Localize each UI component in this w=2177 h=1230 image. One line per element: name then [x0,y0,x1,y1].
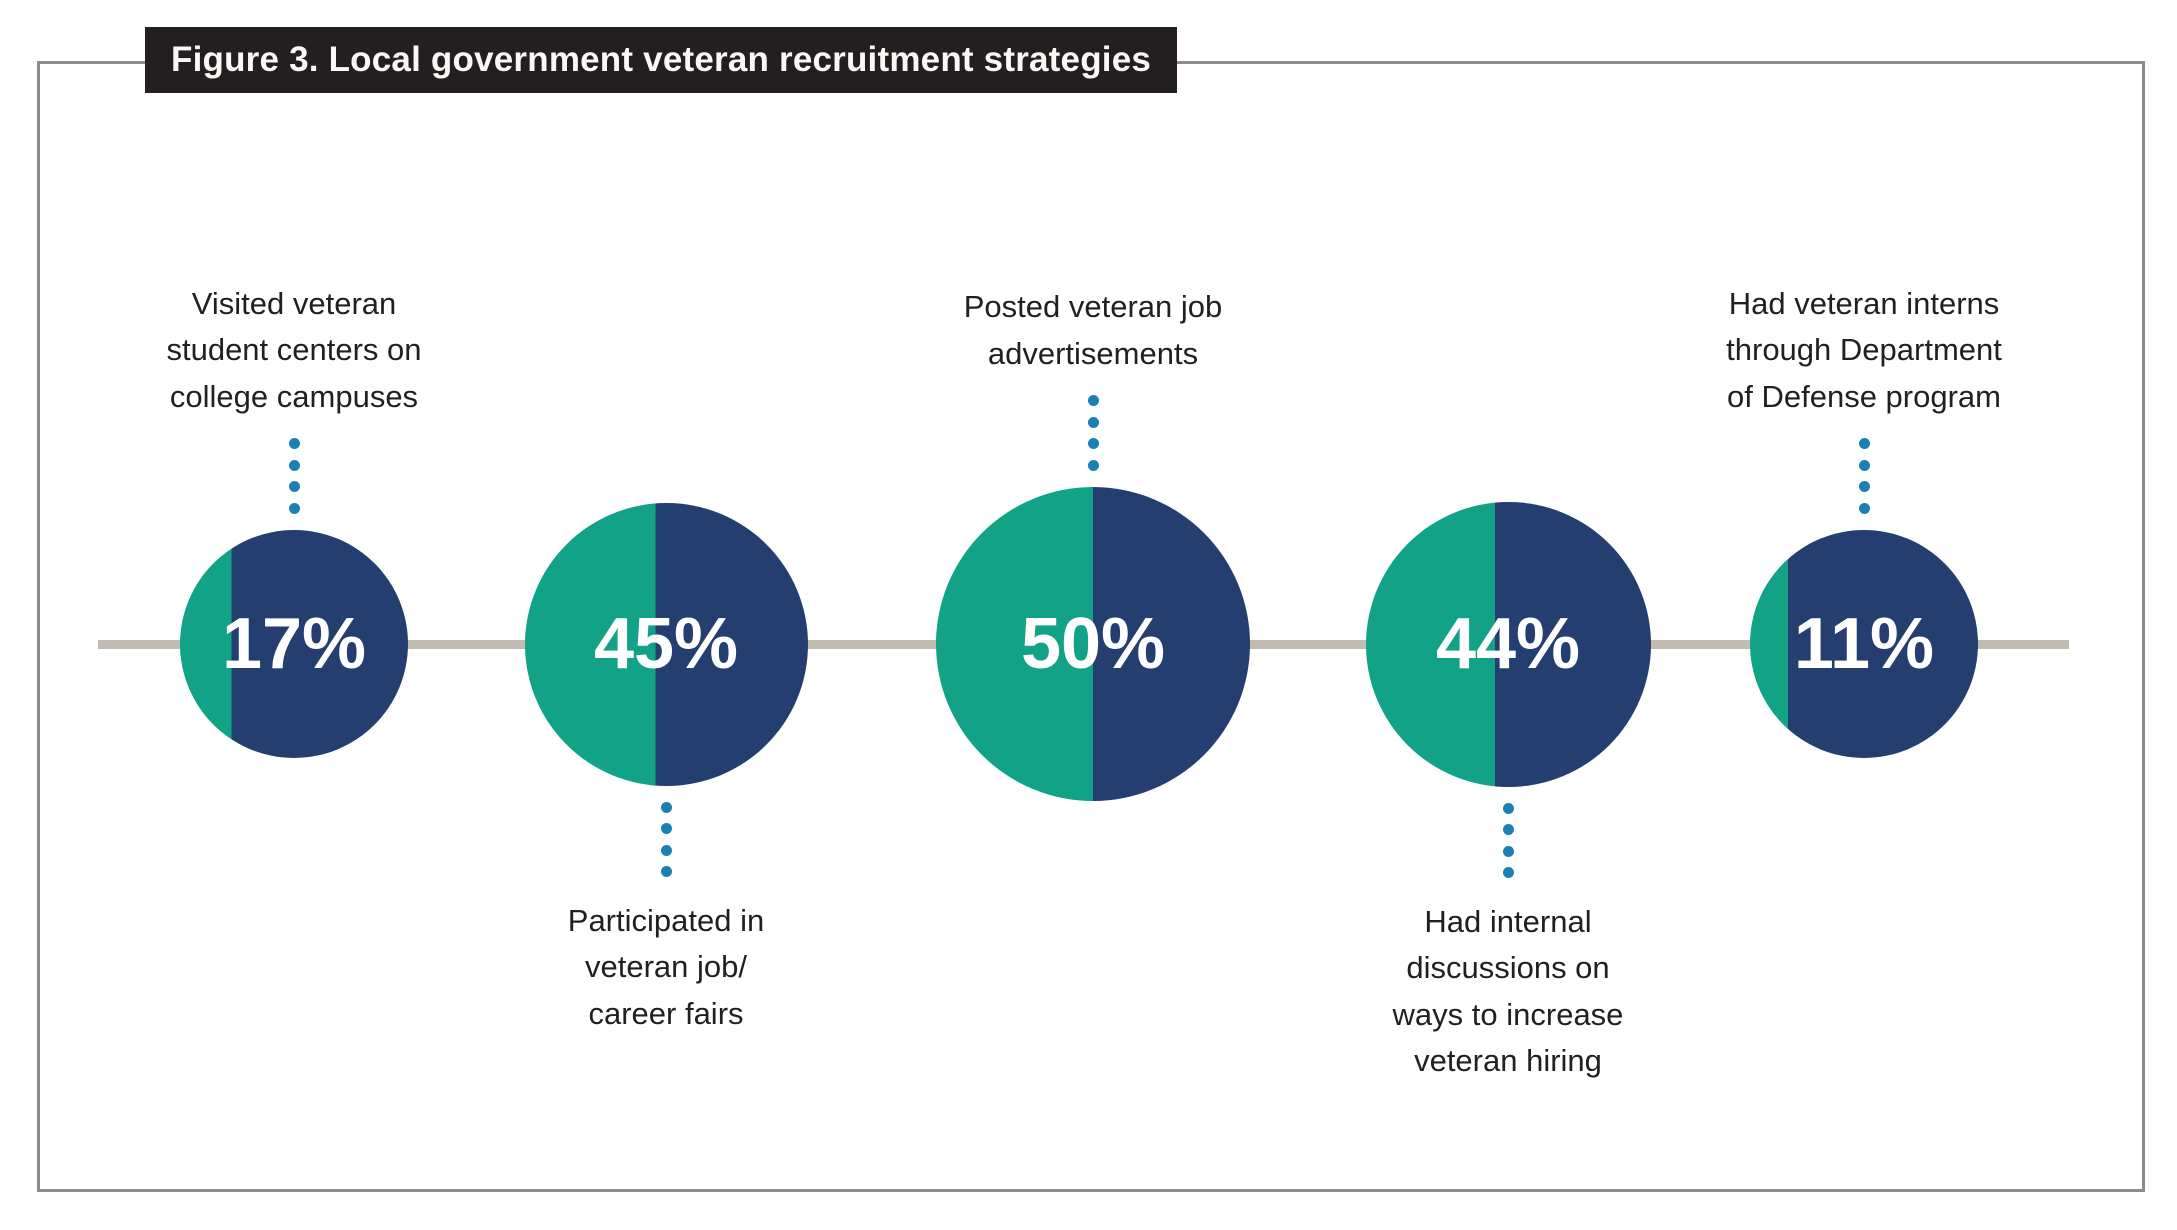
connector-dot-icon [1087,395,1099,406]
connector-dot-icon [1502,867,1514,879]
connector-dot-icon [1087,416,1099,428]
connector-dot-icon [288,502,300,514]
dotted-connector [1087,395,1099,471]
percent-circle: 44% [1365,501,1651,787]
point-label: Posted veteran job advertisements [963,289,1223,371]
connector-dot-icon [288,459,300,471]
connector-dot-icon [660,823,672,835]
percent-value: 50% [1020,604,1166,684]
connector-dot-icon [1858,438,1870,449]
connector-dot-icon [1087,438,1099,450]
connector-dot-icon [660,801,672,813]
percent-value: 44% [1435,604,1581,684]
percent-value: 17% [221,604,367,684]
figure-title-bar: Figure 3. Local government veteran recru… [145,27,1178,93]
dotted-connector [288,438,300,514]
connector-dot-icon [1087,459,1099,471]
figure-title: Figure 3. Local government veteran recru… [171,40,1152,79]
percent-circle: 50% [936,487,1250,801]
dotted-connector [660,801,672,878]
connector-dot-icon [1502,824,1514,836]
dotted-connector [1858,438,1870,514]
percent-circle: 45% [524,502,808,786]
point-label: Had veteran interns through Department o… [1726,285,2002,414]
point-label: Had internal discussions on ways to incr… [1392,903,1624,1079]
point-label: Participated in veteran job/ career fair… [567,902,765,1031]
connector-dot-icon [660,844,672,856]
connector-dot-icon [1502,845,1514,857]
percent-value: 45% [593,604,739,684]
connector-dot-icon [1858,481,1870,493]
connector-dot-icon [660,866,672,878]
percent-value: 11% [1793,604,1935,684]
connector-dot-icon [288,438,300,449]
percent-circle: 11% [1750,530,1978,758]
connector-dot-icon [1858,459,1870,471]
connector-dot-icon [1858,502,1870,514]
connector-dot-icon [1502,802,1514,814]
connector-dot-icon [288,481,300,493]
point-label: Visited veteran student centers on colle… [166,285,422,414]
percent-circle: 17% [180,530,408,758]
dotted-connector [1502,802,1514,879]
